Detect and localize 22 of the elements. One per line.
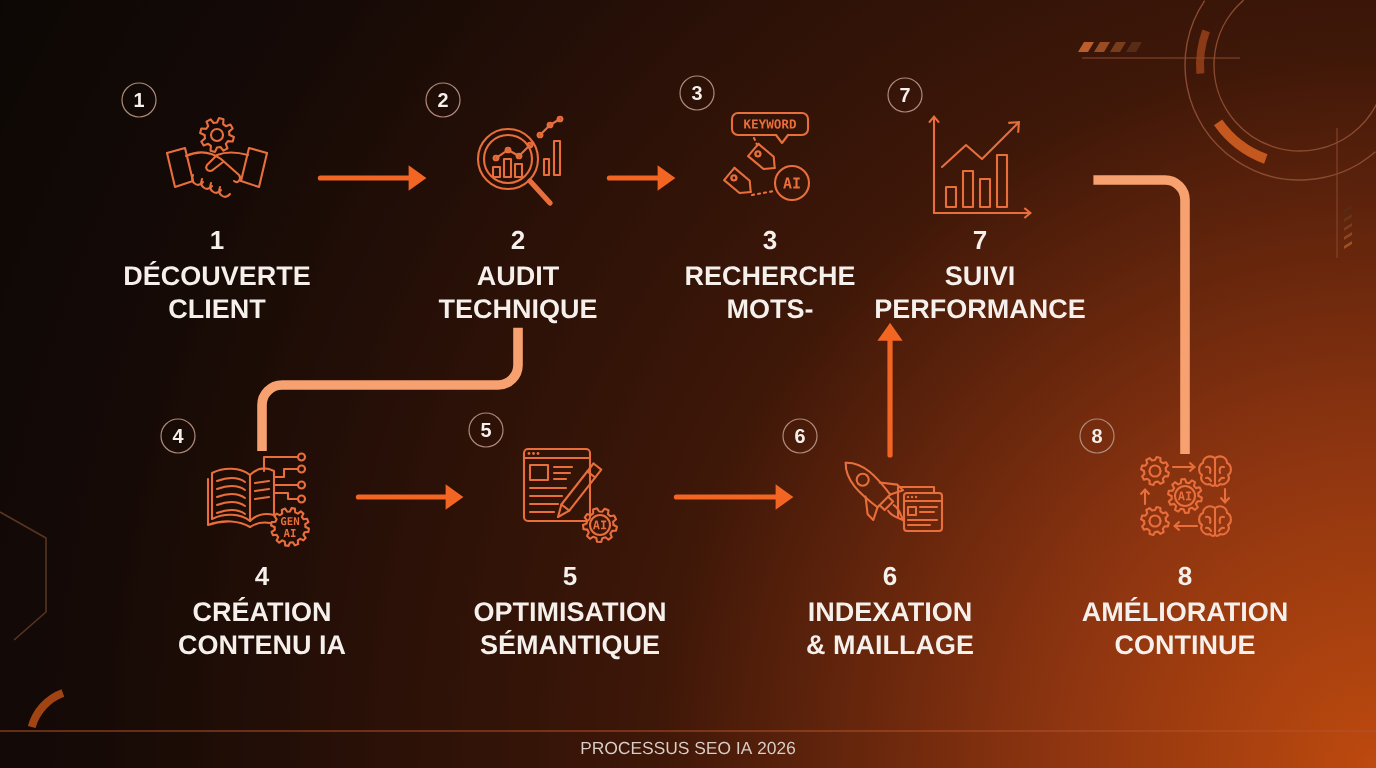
step-label: 7 SUIVI PERFORMANCE (876, 231, 1085, 319)
step-label: 3 RECHERCHE MOTS- (686, 230, 855, 319)
caption: PROCESSUS SEO IA 2026 (581, 741, 796, 755)
icon-text: AI (592, 520, 607, 530)
icon-text: GEN AI (280, 517, 300, 537)
step-label: 1 DÉCOUVERTE CLIENT (125, 231, 310, 319)
icon-text: AI (783, 177, 800, 189)
number-badge: 4 (160, 418, 196, 454)
step-label: 4 CRÉATION CONTENU IA (179, 567, 346, 655)
number-badge: 7 (887, 77, 923, 113)
icon-text: KEYWORD (744, 119, 796, 129)
step-label: 8 AMÉLIORATION CONTINUE (1082, 566, 1287, 655)
icon-text: AI (1177, 491, 1192, 501)
number-badge: 3 (679, 75, 715, 111)
number-badge: 5 (468, 412, 504, 448)
number-badge: 2 (425, 82, 461, 118)
number-badge: 6 (782, 418, 818, 454)
number-badge: 1 (121, 82, 157, 118)
step-label: 5 OPTIMISATION SÉMANTIQUE (474, 567, 665, 660)
step-label: 2 AUDIT TECHNIQUE (438, 230, 597, 324)
step-label: 6 INDEXATION & MAILLAGE (807, 566, 973, 655)
number-badge: 8 (1079, 418, 1115, 454)
